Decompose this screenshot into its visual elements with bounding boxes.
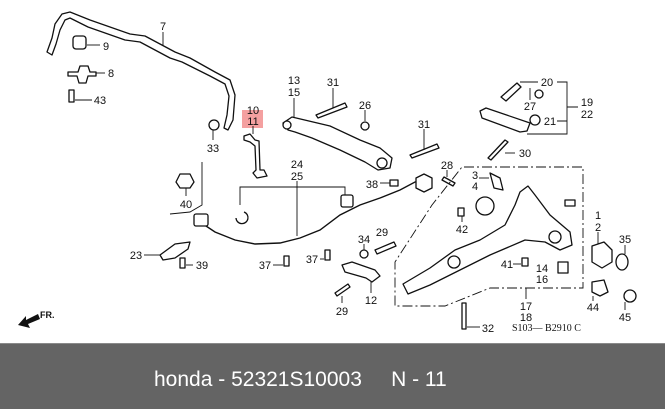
callout-28: 28 bbox=[441, 160, 453, 172]
callout-9: 9 bbox=[103, 41, 109, 53]
callout-43: 43 bbox=[94, 95, 106, 107]
hub-carrier bbox=[475, 196, 495, 216]
callout-37: 37 bbox=[306, 254, 318, 266]
callout-10: 10 bbox=[247, 105, 259, 117]
cable-clip bbox=[340, 194, 354, 208]
sensor-connector bbox=[193, 213, 209, 227]
callout-19: 19 bbox=[581, 97, 593, 109]
callout-8: 8 bbox=[108, 68, 114, 80]
callout-40: 40 bbox=[180, 199, 192, 211]
callout-12: 12 bbox=[365, 295, 377, 307]
diagram-position: N - 11 bbox=[391, 368, 447, 391]
callout-26: 26 bbox=[359, 100, 371, 112]
callout-24: 24 bbox=[291, 159, 303, 171]
callout-42: 42 bbox=[456, 224, 468, 236]
lower-control-arm bbox=[402, 185, 573, 295]
callout-34: 34 bbox=[358, 234, 370, 246]
part-info-footer: honda - 52321S10003 N - 11 bbox=[0, 343, 665, 409]
toe-link bbox=[341, 261, 381, 283]
part-number: 52321S10003 bbox=[231, 368, 362, 391]
callout-4: 4 bbox=[472, 181, 478, 193]
callout-7: 7 bbox=[160, 21, 166, 33]
exploded-parts-diagram: FR. bbox=[18, 11, 637, 335]
bushing bbox=[529, 114, 541, 126]
callout-32: 32 bbox=[482, 323, 494, 335]
brand-name: honda bbox=[154, 368, 213, 391]
bracket bbox=[67, 65, 97, 84]
callout-31: 31 bbox=[418, 119, 430, 131]
part-info-text: honda - 52321S10003 N - 11 bbox=[154, 368, 447, 392]
callout-labels: 7 9 8 43 13 15 10 11 33 24 25 40 23 39 3… bbox=[94, 21, 631, 335]
callout-1: 1 bbox=[595, 210, 601, 222]
stabilizer-link bbox=[243, 133, 268, 179]
callout-22: 22 bbox=[581, 109, 593, 121]
callout-29: 29 bbox=[336, 306, 348, 318]
callout-29: 29 bbox=[376, 227, 388, 239]
cable-bracket bbox=[159, 241, 191, 261]
callout-14: 14 bbox=[536, 263, 548, 275]
stabilizer-bar bbox=[46, 11, 236, 131]
callout-37: 37 bbox=[259, 260, 271, 272]
upper-control-arm bbox=[282, 116, 393, 171]
callout-21: 21 bbox=[544, 116, 556, 128]
callout-16: 16 bbox=[536, 274, 548, 286]
callout-45: 45 bbox=[619, 312, 631, 324]
bolt bbox=[68, 89, 75, 103]
callout-18: 18 bbox=[520, 312, 532, 324]
highlight-box bbox=[242, 110, 263, 128]
callout-31: 31 bbox=[327, 77, 339, 89]
callout-3: 3 bbox=[472, 170, 478, 182]
callout-33: 33 bbox=[207, 143, 219, 155]
callout-41: 41 bbox=[501, 259, 513, 271]
front-direction-arrow-icon bbox=[18, 314, 40, 328]
callout-38: 38 bbox=[366, 179, 378, 191]
callout-44: 44 bbox=[587, 302, 599, 314]
callout-30: 30 bbox=[519, 148, 531, 160]
callout-15: 15 bbox=[288, 87, 300, 99]
callout-23: 23 bbox=[130, 250, 142, 262]
callout-35: 35 bbox=[619, 234, 631, 246]
separator: - bbox=[218, 368, 226, 391]
callout-20: 20 bbox=[541, 77, 553, 89]
bushing bbox=[72, 35, 87, 50]
drawing-code: S103— B2910 C bbox=[512, 323, 581, 334]
callout-39: 39 bbox=[196, 260, 208, 272]
callout-13: 13 bbox=[288, 75, 300, 87]
nut bbox=[208, 119, 220, 131]
callout-17: 17 bbox=[520, 301, 532, 313]
direction-label: FR. bbox=[40, 310, 55, 320]
callout-25: 25 bbox=[291, 171, 303, 183]
callout-27: 27 bbox=[524, 101, 536, 113]
mount bbox=[175, 173, 195, 189]
compensator-arm bbox=[479, 107, 531, 133]
callout-11-highlighted: 11 bbox=[247, 116, 258, 128]
wheel-sensor bbox=[415, 173, 433, 193]
hub-bearing bbox=[591, 241, 613, 269]
abs-sensor-cable bbox=[199, 179, 426, 245]
callout-2: 2 bbox=[595, 222, 601, 234]
